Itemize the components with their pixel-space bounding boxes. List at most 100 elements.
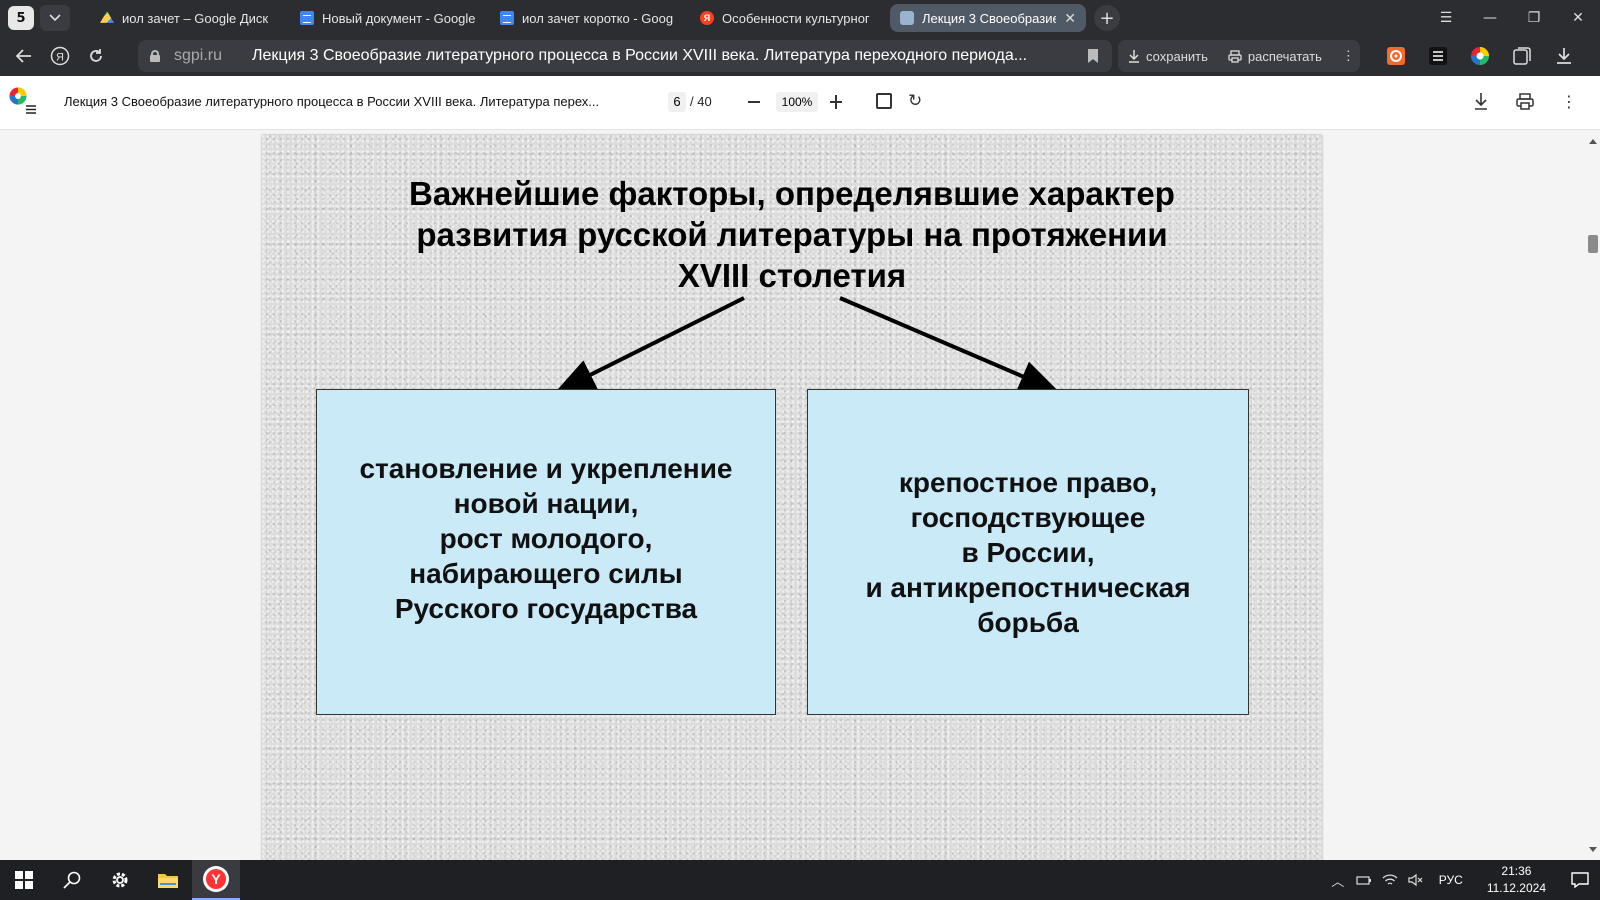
pdf-icon (900, 11, 914, 25)
file-explorer-button[interactable] (144, 860, 192, 900)
address-bar[interactable]: sgpi.ru Лекция 3 Своеобразие литературно… (138, 40, 1112, 72)
search-icon (63, 871, 81, 889)
color-wheel-icon (1471, 47, 1489, 65)
scrollbar-thumb[interactable] (1588, 235, 1598, 253)
slide-title-line: XVIII столетия (677, 257, 907, 294)
rotate-button[interactable]: ↻ (908, 91, 923, 111)
pdf-document-view[interactable]: Важнейшие факторы, определявшие характер… (0, 131, 1586, 860)
tab-title: Особенности культурног (722, 10, 870, 26)
box-text-line: становление и укрепление (359, 452, 733, 484)
tab-list-button[interactable] (40, 5, 70, 31)
window-controls: ☰ — ❐ ✕ (1424, 0, 1600, 36)
lock-icon[interactable] (150, 50, 160, 62)
scroll-down-icon[interactable] (1589, 847, 1597, 852)
google-docs-icon (300, 11, 314, 25)
fit-page-button[interactable] (876, 93, 892, 109)
zoom-out-button[interactable] (746, 90, 762, 114)
box-text-line: Русского государства (394, 592, 698, 624)
yandex-logo-icon: Я (50, 46, 70, 66)
battery-icon[interactable] (1351, 874, 1377, 886)
restore-icon[interactable]: ❐ (1527, 10, 1541, 26)
tab-title: Новый документ - Google (322, 10, 476, 26)
zoom-in-button[interactable] (828, 90, 844, 114)
box-text-line: и антикрепостническая (865, 571, 1191, 603)
system-tray: ︿ РУС 21:36 11.12.2024 (1325, 860, 1600, 900)
yandex-home-button[interactable]: Я (42, 40, 78, 72)
extension-color-button[interactable] (1464, 40, 1496, 72)
tab-counter-button[interactable]: 5 (8, 6, 34, 30)
box-text-line: борьба (977, 606, 1079, 638)
extension-collections-button[interactable] (1506, 40, 1538, 72)
print-button[interactable]: распечатать (1218, 49, 1332, 64)
page-number-input[interactable]: 6 (668, 92, 686, 112)
box-text-line: набирающего силы (409, 557, 683, 589)
pdf-page: Важнейшие факторы, определявшие характер… (262, 135, 1322, 860)
tab-short-doc[interactable]: иол зачет коротко - Goog (490, 4, 686, 32)
pdf-right-actions: ⋮ (1470, 90, 1580, 112)
print-label: распечатать (1247, 48, 1322, 64)
notifications-button[interactable] (1560, 872, 1600, 888)
download-icon (1475, 93, 1487, 110)
vertical-scrollbar[interactable] (1586, 131, 1600, 860)
wifi-signal-icon (1382, 874, 1398, 885)
download-icon (1129, 50, 1139, 63)
pdf-more-button[interactable]: ⋮ (1561, 91, 1577, 111)
scroll-up-icon[interactable] (1589, 139, 1597, 144)
clock-date: 11.12.2024 (1486, 881, 1546, 895)
menu-icon[interactable]: ☰ (1439, 10, 1453, 26)
download-pdf-button[interactable] (1470, 90, 1492, 112)
tab-title: Лекция 3 Своеобразие (922, 10, 1057, 26)
close-window-icon[interactable]: ✕ (1572, 10, 1584, 26)
back-button[interactable] (6, 40, 42, 72)
box-text-line: крепостное право, (898, 466, 1158, 498)
arrow-to-left-box (554, 296, 745, 393)
folder-icon (158, 874, 178, 888)
google-docs-icon (500, 11, 514, 25)
reader-icon (1429, 47, 1447, 65)
power-plug-icon (1356, 876, 1371, 885)
box-text-line: рост молодого, (439, 522, 653, 554)
save-label: сохранить (1146, 48, 1208, 64)
minimize-icon[interactable]: — (1483, 10, 1497, 26)
printer-icon (1228, 49, 1242, 63)
extension-reader-button[interactable] (1422, 40, 1454, 72)
chevron-up-icon[interactable]: ︿ (1331, 873, 1345, 889)
box-text-line: господствующее (910, 501, 1146, 533)
windows-taskbar: Y ︿ РУС 21:36 11.12.2024 (0, 860, 1600, 900)
chat-bubble-icon (1571, 872, 1589, 888)
save-button[interactable]: сохранить (1118, 49, 1218, 64)
zoom-level[interactable]: 100% (776, 92, 818, 112)
yandex-browser-taskbar-button[interactable]: Y (192, 860, 240, 900)
downloads-button[interactable] (1548, 40, 1580, 72)
print-pdf-button[interactable] (1514, 90, 1536, 112)
volume-muted-icon[interactable] (1403, 873, 1429, 887)
address-bar-row: Я sgpi.ru Лекция 3 Своеобразие литератур… (0, 36, 1600, 76)
windows-logo-icon (15, 871, 33, 889)
tab-lecture-pdf[interactable]: Лекция 3 Своеобразие ✕ (890, 4, 1086, 32)
clock-time: 21:36 (1501, 864, 1532, 878)
tab-culture-features[interactable]: Я Особенности культурног (690, 4, 886, 32)
settings-button[interactable] (96, 860, 144, 900)
new-tab-button[interactable]: + (1094, 5, 1120, 31)
close-tab-icon[interactable]: ✕ (1064, 9, 1076, 26)
pdf-menu-button[interactable] (8, 86, 38, 116)
printer-icon (1516, 92, 1534, 110)
search-button[interactable] (48, 860, 96, 900)
more-actions-button[interactable]: ⋮ (1341, 48, 1355, 63)
reload-button[interactable] (78, 40, 114, 72)
menu-color-icon (9, 87, 36, 114)
clock[interactable]: 21:36 11.12.2024 (1473, 863, 1560, 897)
page-total: / 40 (690, 94, 712, 109)
tab-google-drive[interactable]: иол зачет – Google Диск (90, 4, 286, 32)
slide-title: Важнейшие факторы, определявшие характер… (262, 173, 1322, 296)
extension-video-button[interactable] (1380, 40, 1412, 72)
tab-new-document[interactable]: Новый документ - Google (290, 4, 486, 32)
start-button[interactable] (0, 860, 48, 900)
input-language-indicator[interactable]: РУС (1438, 873, 1463, 887)
wifi-icon[interactable] (1377, 873, 1403, 887)
tab-title: иол зачет коротко - Goog (522, 10, 674, 26)
bookmark-icon[interactable] (1088, 49, 1098, 63)
address-page-title: Лекция 3 Своеобразие литературного проце… (252, 47, 1028, 64)
factor-box-serfdom: крепостное право, господствующее в Росси… (807, 389, 1249, 715)
gear-icon (112, 872, 128, 888)
